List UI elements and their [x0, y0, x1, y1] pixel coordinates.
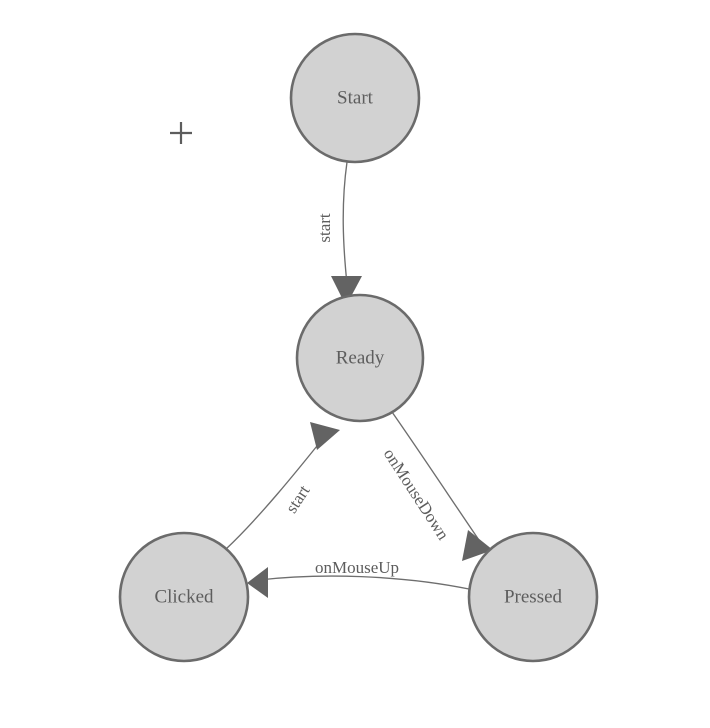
node-label[interactable]: Clicked [154, 586, 214, 607]
node-circle[interactable] [289, 32, 421, 164]
edge-clicked-to-ready[interactable]: start [225, 422, 340, 550]
crosshair-icon [170, 122, 192, 144]
state-node-pressed[interactable]: Pressed [467, 531, 599, 663]
node-label[interactable]: Ready [336, 347, 385, 368]
state-node-clicked[interactable]: Clicked [118, 531, 250, 663]
edge-label[interactable]: onMouseUp [315, 558, 399, 577]
node-circle[interactable] [467, 531, 599, 663]
node-circle[interactable] [295, 293, 425, 423]
state-node-ready[interactable]: Ready [295, 293, 425, 423]
edge-start-to-ready[interactable]: start [315, 161, 362, 306]
arrowhead-icon [462, 530, 493, 561]
edge-pressed-to-clicked[interactable]: onMouseUp [247, 558, 470, 598]
edge-line[interactable] [258, 575, 470, 590]
edge-label[interactable]: start [315, 213, 334, 243]
arrowhead-icon [331, 276, 362, 306]
node-label[interactable]: Pressed [504, 586, 563, 607]
state-node-start[interactable]: Start [289, 32, 421, 164]
edge-label[interactable]: onMouseDown [380, 445, 453, 544]
edge-label[interactable]: start [282, 481, 314, 516]
arrowhead-icon [310, 422, 340, 450]
cursor-layer [170, 122, 192, 144]
edge-line[interactable] [225, 435, 326, 550]
arrowhead-icon [247, 567, 268, 598]
node-circle[interactable] [118, 531, 250, 663]
edge-line[interactable] [391, 411, 484, 547]
node-label[interactable]: Start [337, 87, 374, 108]
edge-ready-to-pressed[interactable]: onMouseDown [380, 411, 493, 561]
edge-line[interactable] [342, 161, 348, 285]
